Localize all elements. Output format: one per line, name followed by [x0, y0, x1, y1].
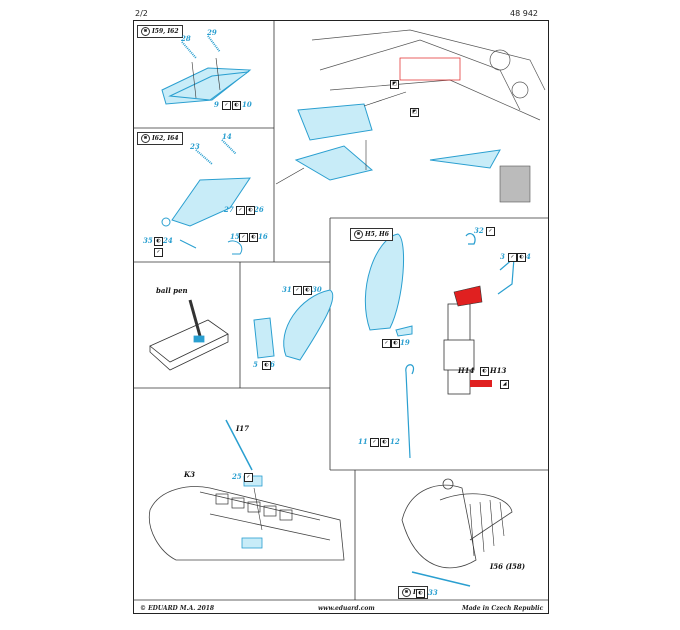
step-bubble-icon: ⊗ — [402, 588, 411, 597]
ballpen-label: ball pen — [156, 286, 188, 295]
fold-icon: ✓ — [154, 248, 163, 257]
part-number: 31 — [282, 285, 292, 294]
part-number: 27 — [224, 205, 234, 214]
step-bubble-icon: ⊗ — [141, 134, 150, 143]
kit-code: 48 942 — [510, 9, 538, 18]
part-number: 16 — [258, 232, 268, 241]
footer-origin: Made in Czech Republic — [462, 605, 544, 612]
rotate-icon: ◐ — [154, 237, 163, 246]
fold-icon: ✓ — [382, 339, 391, 348]
paint-icon: ◢ — [500, 380, 509, 389]
panel-7-blue-patch — [241, 537, 263, 549]
rotate-icon: ◐ — [517, 253, 526, 262]
footer-copyright: © EDUARD M.A. 2018 — [140, 605, 215, 612]
fold-icon: ✓ — [222, 101, 231, 110]
panel-2-strut — [429, 149, 501, 169]
part-number: 5 — [253, 360, 258, 369]
part-number: 23 — [190, 142, 200, 151]
panel-3-strips — [195, 139, 237, 165]
panel-1-strips — [181, 35, 221, 59]
panel-6-frame — [364, 233, 413, 337]
rotate-icon: ◐ — [262, 361, 271, 370]
part-k3: K3 — [184, 470, 195, 479]
panel-2-grey-block — [499, 165, 531, 203]
panel-8-strip-33 — [411, 571, 471, 587]
part-number: 32 — [474, 226, 484, 235]
part-h14: H14 — [458, 366, 475, 375]
part-number: 12 — [390, 437, 400, 446]
panel-2-wing — [311, 29, 546, 121]
footer-website: www.eduard.com — [318, 605, 375, 612]
panel-1-tray — [161, 67, 252, 105]
fold-icon: ✓ — [486, 227, 495, 236]
part-number: 25 — [232, 472, 242, 481]
panel-2-flap — [294, 103, 374, 181]
page-number: 2/2 — [135, 9, 148, 18]
panel-1-arrows — [191, 57, 221, 99]
fold-icon: ✓ — [244, 473, 253, 482]
panel-2-leaders — [275, 91, 407, 185]
panel-8-tail — [401, 478, 513, 569]
fold-icon: ✓ — [239, 233, 248, 242]
rotate-icon: ◐ — [249, 233, 258, 242]
panel-7-wing — [148, 486, 345, 561]
part-number: 3 — [500, 252, 505, 261]
panel-5-frames — [253, 289, 334, 361]
part-number: 6 — [270, 360, 275, 369]
part-number: 26 — [254, 205, 264, 214]
fold-icon: ✓ — [293, 286, 302, 295]
panel-7-antenna — [225, 419, 253, 471]
panel-3-tray — [171, 177, 251, 227]
panel-6-column — [443, 303, 475, 395]
panel-dividers — [133, 21, 548, 601]
panel-3-small-parts — [161, 217, 243, 255]
part-number: 14 — [222, 132, 232, 141]
rotate-icon: ◐ — [380, 438, 389, 447]
step-bubble-icon: ⊗ — [354, 230, 363, 239]
part-number: 19 — [400, 338, 410, 347]
step-label-3: ⊗ H5, H6 — [350, 228, 393, 241]
fold-icon: ✓ — [370, 438, 379, 447]
step-label-2: ⊗ I62, I64 — [137, 132, 183, 145]
part-number: 10 — [242, 100, 252, 109]
step-bubble-icon: ⊗ — [141, 27, 150, 36]
part-number: 30 — [312, 285, 322, 294]
part-number: 15 — [230, 232, 240, 241]
fold-icon: ✓ — [236, 206, 245, 215]
view-icon: ◩ — [390, 80, 399, 89]
part-number: 35 — [143, 236, 153, 245]
rotate-icon: ◐ — [416, 589, 425, 598]
rotate-icon: ◐ — [303, 286, 312, 295]
rotate-icon: ◐ — [232, 101, 241, 110]
part-number: 9 — [214, 100, 219, 109]
part-i17: I17 — [236, 424, 250, 433]
panel-8-ribs — [469, 499, 505, 557]
panel-7-hatch — [215, 493, 293, 521]
part-h13: H13 — [490, 366, 507, 375]
part-number: 4 — [526, 252, 531, 261]
rotate-icon: ◐ — [391, 339, 400, 348]
panel-6-blue-parts — [405, 232, 515, 459]
step-label-1: ⊗ I59, I62 — [137, 25, 183, 38]
panel-4-ballpen — [149, 299, 229, 371]
rotate-icon: ◐ — [246, 206, 255, 215]
fold-icon: ✓ — [508, 253, 517, 262]
part-number: 28 — [181, 34, 191, 43]
rotate-icon: ◐ — [480, 367, 489, 376]
view-icon: ◩ — [410, 108, 419, 117]
part-i56: I56 (I58) — [490, 562, 526, 571]
part-number: 11 — [358, 437, 368, 446]
panel-6-red-cap — [453, 285, 483, 307]
part-number: 29 — [207, 28, 217, 37]
panel-6-red-swatch — [470, 380, 492, 387]
part-number: 33 — [428, 588, 438, 597]
part-number: 24 — [163, 236, 173, 245]
